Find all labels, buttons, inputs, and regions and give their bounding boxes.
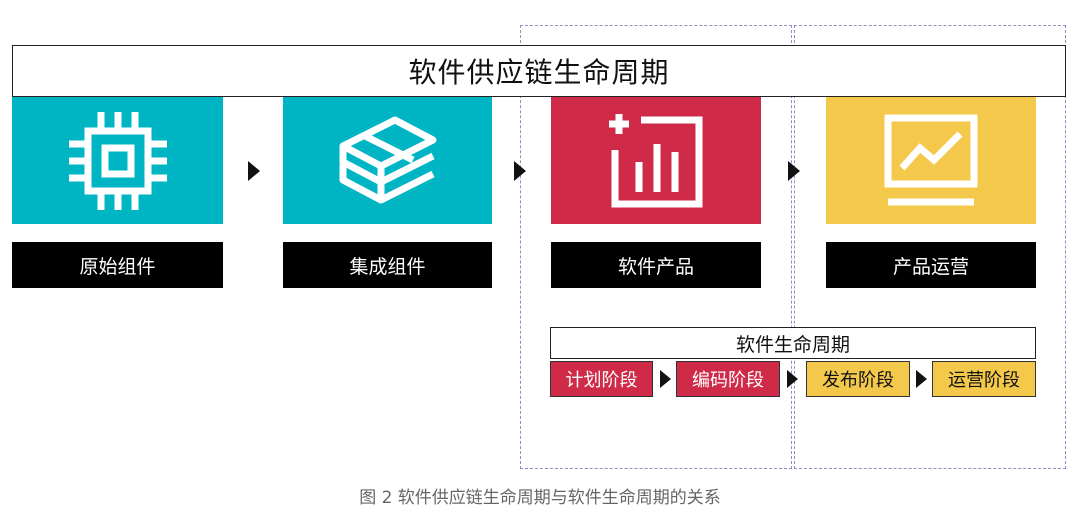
arrow-right-icon [660, 370, 671, 388]
figure-caption: 图 2 软件供应链生命周期与软件生命周期的关系 [359, 488, 721, 508]
stage-card-product-operation [826, 97, 1036, 224]
phase-operation: 运营阶段 [932, 361, 1036, 397]
phase-coding: 编码阶段 [676, 361, 780, 397]
stage-label: 集成组件 [283, 242, 492, 288]
stage-card-integrated-components [283, 97, 492, 224]
dashed-group-left [520, 25, 792, 469]
supply-chain-title: 软件供应链生命周期 [12, 45, 1066, 97]
dashed-group-right [794, 25, 1066, 469]
stage-card-software-product [551, 97, 761, 224]
stage-card-raw-components [12, 97, 223, 224]
arrow-right-icon [788, 161, 800, 181]
chip-icon [68, 111, 167, 210]
arrow-right-icon [514, 161, 526, 181]
stacked-layers-icon [339, 116, 436, 203]
stage-label: 原始组件 [12, 242, 223, 288]
arrow-right-icon [248, 161, 260, 181]
stage-label: 软件产品 [551, 242, 761, 288]
line-chart-monitor-icon [884, 114, 978, 205]
software-lifecycle-title: 软件生命周期 [550, 327, 1036, 359]
arrow-right-icon [787, 370, 798, 388]
stage-label: 产品运营 [826, 242, 1036, 288]
phase-release: 发布阶段 [806, 361, 910, 397]
phase-planning: 计划阶段 [550, 361, 653, 397]
arrow-right-icon [916, 370, 927, 388]
bar-chart-icon [609, 113, 703, 207]
